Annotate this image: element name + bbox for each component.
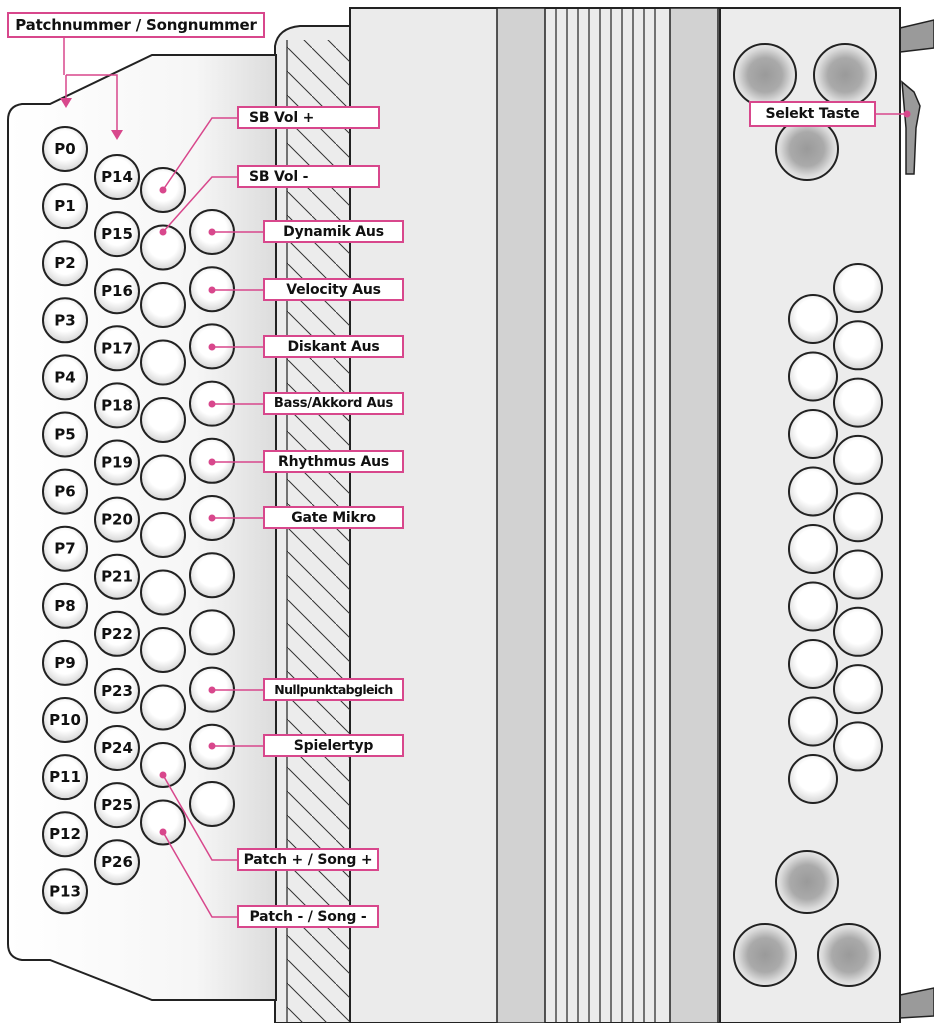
treble-button[interactable] <box>834 436 882 484</box>
patch-button-label: P16 <box>101 282 133 300</box>
bass-button[interactable] <box>141 571 185 615</box>
treble-button[interactable] <box>834 551 882 599</box>
patch-button-label: P14 <box>101 168 133 186</box>
label-velocity-aus: Velocity Aus <box>263 278 404 301</box>
label-gate-mikro: Gate Mikro <box>263 506 404 529</box>
label-sb-vol-plus: SB Vol + <box>237 106 380 129</box>
patch-button-label: P9 <box>54 654 75 672</box>
bass-button[interactable] <box>141 513 185 557</box>
select-button[interactable] <box>776 118 838 180</box>
bass-button[interactable] <box>141 456 185 500</box>
grey-button[interactable] <box>776 851 838 913</box>
bass-button[interactable] <box>190 610 234 654</box>
label-spielertyp: Spielertyp <box>263 734 404 757</box>
treble-button[interactable] <box>834 264 882 312</box>
bellows <box>350 8 720 1023</box>
patch-button-label: P0 <box>54 140 75 158</box>
patch-button-label: P24 <box>101 739 133 757</box>
grey-button[interactable] <box>734 44 796 106</box>
label-dynamik-aus: Dynamik Aus <box>263 220 404 243</box>
patch-song-number-label: Patchnummer / Songnummer <box>7 12 265 38</box>
treble-button[interactable] <box>789 755 837 803</box>
patch-button-label: P12 <box>49 825 81 843</box>
label-sb-vol-minus: SB Vol - <box>237 165 380 188</box>
patch-button-label: P8 <box>54 597 75 615</box>
bass-button[interactable] <box>190 553 234 597</box>
treble-button[interactable] <box>789 410 837 458</box>
patch-button-label: P3 <box>54 311 75 329</box>
treble-button[interactable] <box>789 468 837 516</box>
label-nullpunktabgleich: Nullpunktabgleich <box>263 678 404 701</box>
grey-button[interactable] <box>814 44 876 106</box>
patch-button-label: P15 <box>101 225 133 243</box>
treble-button[interactable] <box>834 608 882 656</box>
patch-button-label: P4 <box>54 368 75 386</box>
patch-button-label: P23 <box>101 682 133 700</box>
patch-button-label: P7 <box>54 540 75 558</box>
patch-button-label: P22 <box>101 625 133 643</box>
patch-button-label: P18 <box>101 396 133 414</box>
patch-button-label: P2 <box>54 254 75 272</box>
bass-button[interactable] <box>190 782 234 826</box>
bass-button[interactable] <box>141 686 185 730</box>
bass-button[interactable] <box>141 628 185 672</box>
treble-button[interactable] <box>789 698 837 746</box>
grey-button[interactable] <box>734 924 796 986</box>
treble-button[interactable] <box>834 665 882 713</box>
bass-button[interactable] <box>141 801 185 845</box>
bass-button[interactable] <box>141 398 185 442</box>
treble-button[interactable] <box>789 583 837 631</box>
label-patch-song-minus: Patch - / Song - <box>237 905 379 928</box>
treble-button[interactable] <box>789 295 837 343</box>
patch-button-label: P1 <box>54 197 75 215</box>
patch-button-label: P6 <box>54 483 75 501</box>
patch-button-label: P5 <box>54 426 75 444</box>
grey-button[interactable] <box>818 924 880 986</box>
patch-button-label: P13 <box>49 882 81 900</box>
patch-button-label: P19 <box>101 454 133 472</box>
patch-button-label: P26 <box>101 853 133 871</box>
treble-button[interactable] <box>834 379 882 427</box>
patch-button-label: P10 <box>49 711 81 729</box>
patch-button-label: P25 <box>101 796 133 814</box>
patch-button-label: P21 <box>101 568 133 586</box>
patch-button-label: P11 <box>49 768 81 786</box>
treble-button[interactable] <box>834 493 882 541</box>
treble-button[interactable] <box>834 722 882 770</box>
label-bass-akkord-aus: Bass/Akkord Aus <box>263 392 404 415</box>
treble-button[interactable] <box>789 353 837 401</box>
patch-button-label: P20 <box>101 511 133 529</box>
bass-button[interactable] <box>141 283 185 327</box>
bass-button[interactable] <box>141 743 185 787</box>
patch-button-label: P17 <box>101 339 133 357</box>
select-key-label: Selekt Taste <box>749 101 876 127</box>
bass-button[interactable] <box>141 341 185 385</box>
right-flaps <box>900 20 934 1018</box>
treble-button[interactable] <box>834 321 882 369</box>
treble-button[interactable] <box>789 525 837 573</box>
label-diskant-aus: Diskant Aus <box>263 335 404 358</box>
label-rhythmus-aus: Rhythmus Aus <box>263 450 404 473</box>
label-patch-song-plus: Patch + / Song + <box>237 848 379 871</box>
treble-button[interactable] <box>789 640 837 688</box>
